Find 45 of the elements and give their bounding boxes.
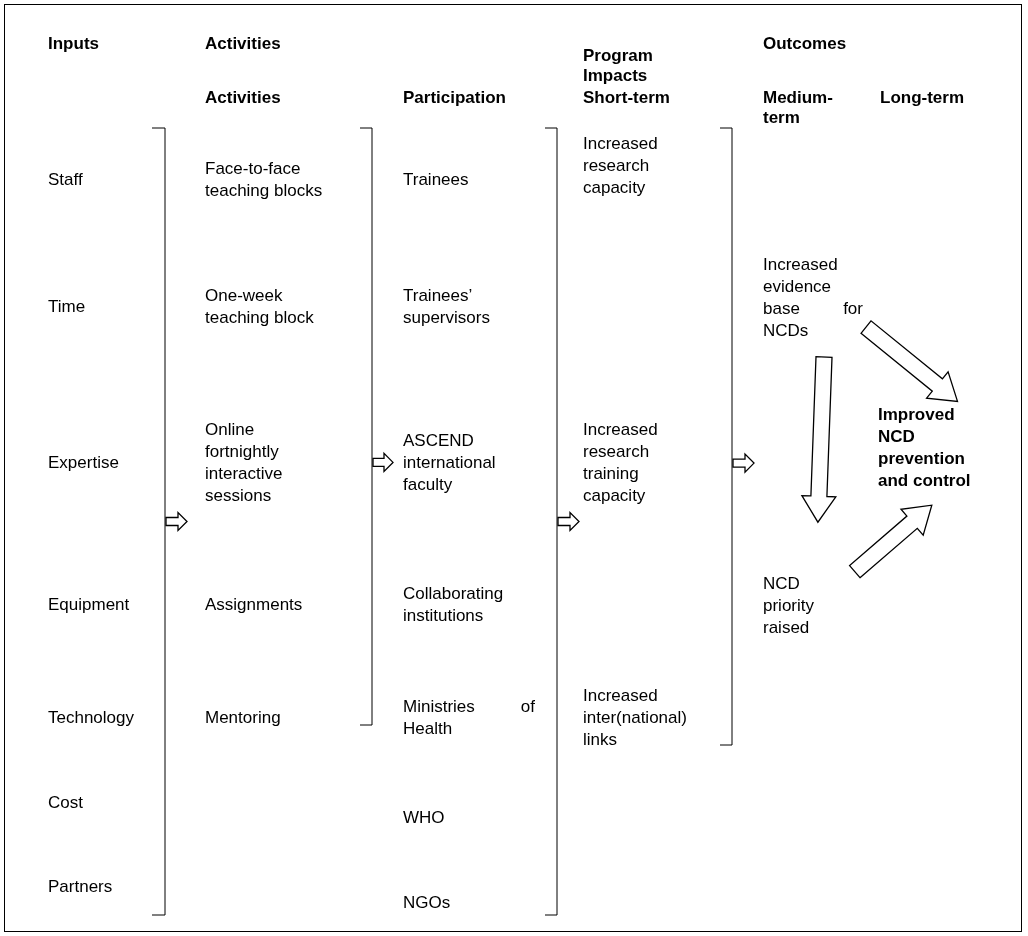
arrow — [732, 452, 755, 474]
list-text: Assignments — [205, 594, 304, 616]
bracket — [151, 127, 166, 916]
arrow — [848, 504, 933, 579]
list-text: One-week teaching block — [205, 285, 315, 329]
list-text: Expertise — [48, 452, 120, 474]
outcome-text: Improved NCD prevention and control — [878, 404, 990, 492]
arrow — [165, 510, 188, 533]
list-text: ASCEND international faculty — [403, 430, 497, 496]
column-header: Program Impacts — [583, 46, 654, 86]
list-text: Trainees’ supervisors — [403, 285, 491, 329]
list-text: Trainees — [403, 169, 470, 191]
list-text: Time — [48, 296, 87, 318]
list-text: WHO — [403, 807, 446, 829]
column-header: Activities — [205, 88, 282, 108]
list-text: Equipment — [48, 594, 131, 616]
bracket — [719, 127, 733, 746]
list-text: Technology — [48, 707, 135, 729]
column-header: Short-term — [583, 88, 671, 108]
column-header: Outcomes — [763, 34, 848, 54]
list-text: Collaborating institutions — [403, 583, 505, 627]
list-text: Staff — [48, 169, 84, 191]
list-text: Increased inter(national) links — [583, 685, 688, 751]
arrow — [372, 451, 394, 473]
list-text: NGOs — [403, 892, 452, 914]
list-text: Partners — [48, 876, 114, 898]
bracket — [544, 127, 558, 916]
outcome-text: Increased evidence base for NCDs — [763, 254, 863, 342]
column-header: Medium-term — [763, 88, 834, 128]
list-text: Increased research training capacity — [583, 419, 659, 507]
arrow — [557, 510, 580, 533]
column-header: Activities — [205, 34, 282, 54]
list-text: Face-to-face teaching blocks — [205, 158, 324, 202]
column-header: Inputs — [48, 34, 100, 54]
list-text: Mentoring — [205, 707, 282, 729]
list-text: Online fortnightly interactive sessions — [205, 419, 284, 507]
column-header: Participation — [403, 88, 507, 108]
arrow — [860, 319, 959, 403]
list-text: Cost — [48, 792, 84, 814]
column-header: Long-term — [880, 88, 966, 108]
arrow — [800, 356, 838, 524]
outcome-text: NCD priority raised — [763, 573, 853, 639]
list-text: Increased research capacity — [583, 133, 659, 199]
bracket — [359, 127, 373, 726]
list-text: Ministries of Health — [403, 696, 535, 740]
